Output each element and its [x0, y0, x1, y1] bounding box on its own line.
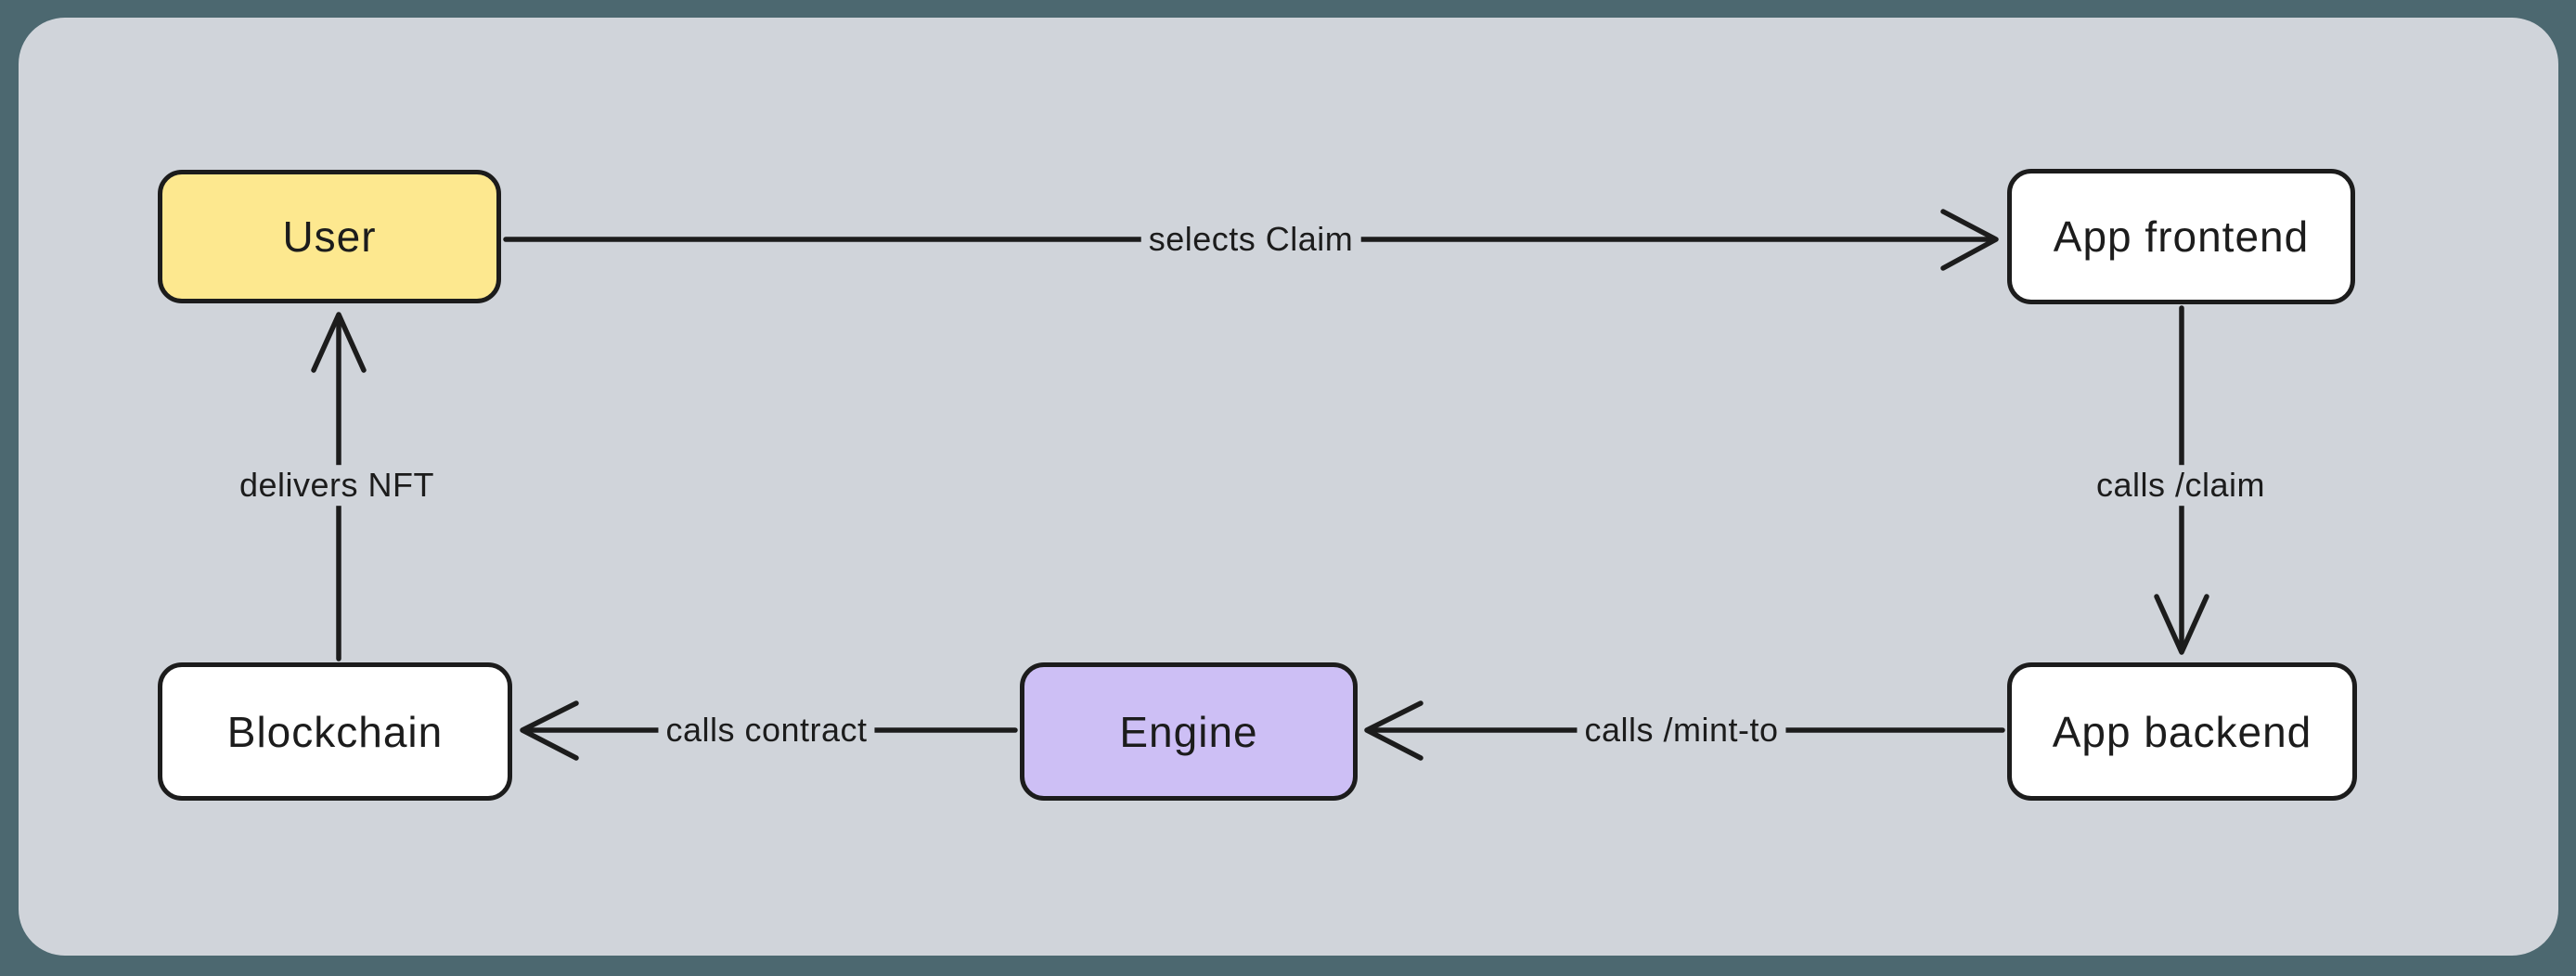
node-engine: Engine: [1020, 662, 1358, 801]
node-app-backend: App backend: [2007, 662, 2357, 801]
edge-label-selects-claim: selects Claim: [1140, 219, 1361, 260]
node-blockchain-label: Blockchain: [226, 707, 444, 756]
node-blockchain: Blockchain: [158, 662, 512, 801]
edge-label-calls-mint-to: calls /mint-to: [1577, 710, 1786, 751]
node-user: User: [158, 170, 501, 303]
node-app-frontend-label: App frontend: [2053, 212, 2310, 261]
edge-label-calls-contract: calls contract: [658, 710, 875, 751]
node-engine-label: Engine: [1119, 707, 1258, 756]
node-user-label: User: [282, 212, 377, 261]
node-app-frontend: App frontend: [2007, 169, 2355, 304]
edge-label-calls-claim: calls /claim: [2088, 465, 2273, 506]
edge-label-delivers-nft: delivers NFT: [231, 465, 443, 506]
node-app-backend-label: App backend: [2052, 707, 2312, 756]
